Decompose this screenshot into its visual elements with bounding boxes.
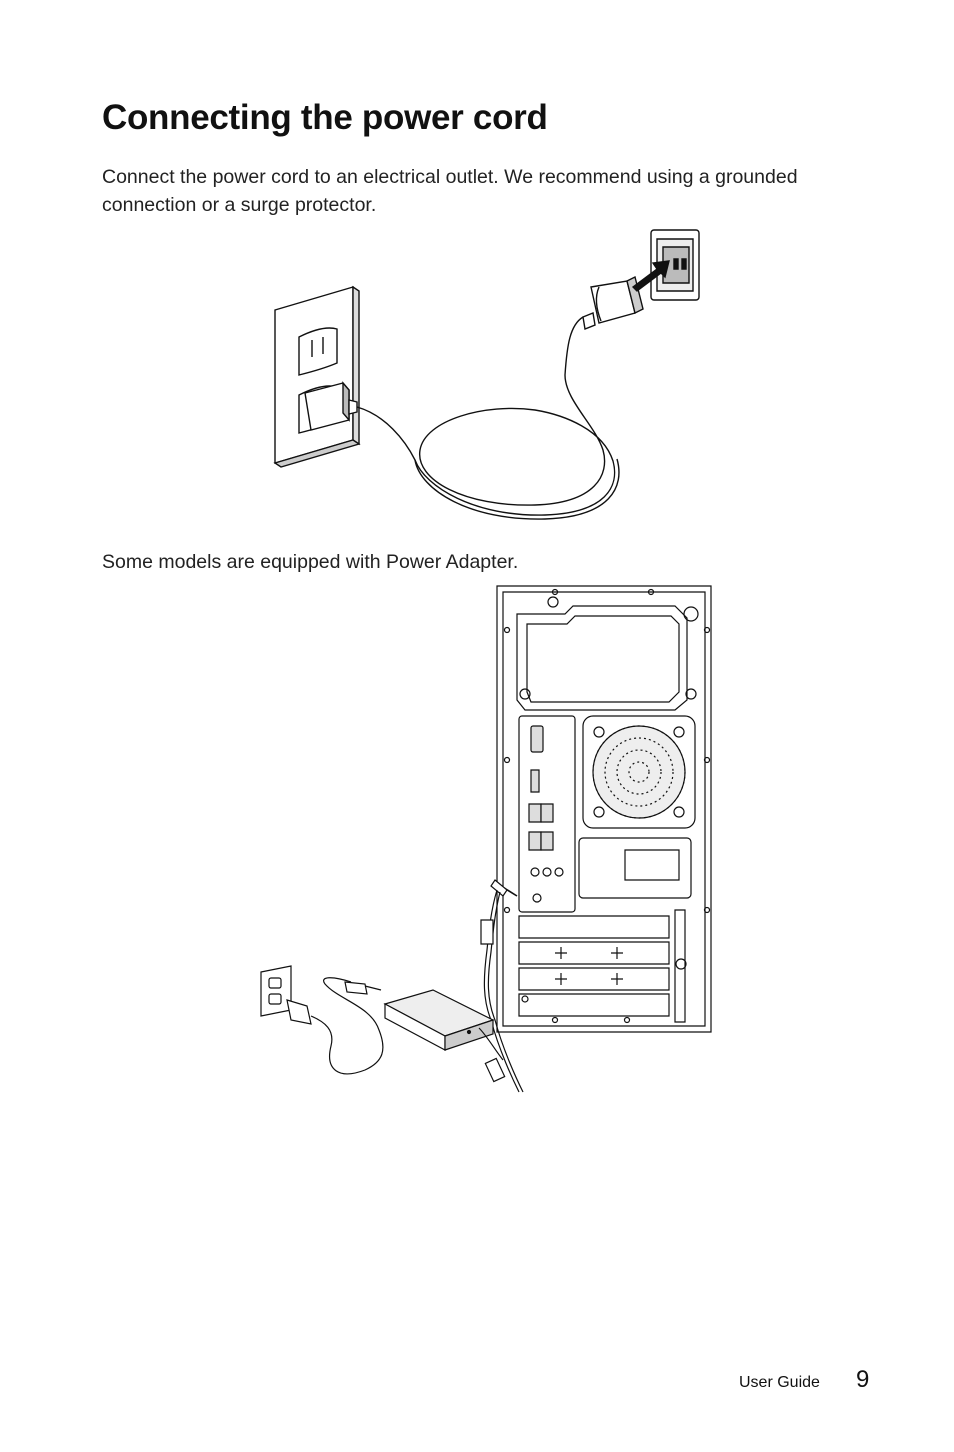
wall-outlet-icon [275,287,359,467]
power-adapter-illustration [255,580,720,1100]
arrow-icon [633,261,669,291]
small-wall-outlet-icon [261,966,291,1016]
page-number: 9 [856,1366,870,1393]
page-title: Connecting the power cord [102,98,548,137]
power-socket-icon [651,230,699,300]
dc-cable-icon [481,880,523,1092]
footer-label: User Guide [739,1374,820,1391]
computer-tower-icon [497,586,711,1032]
power-cord-icon [357,277,643,519]
ac-cable-icon [287,978,383,1074]
power-cord-illustration [265,225,705,525]
power-brick-icon [385,990,505,1082]
adapter-note: Some models are equipped with Power Adap… [102,551,519,573]
intro-paragraph: Connect the power cord to an electrical … [102,166,798,216]
